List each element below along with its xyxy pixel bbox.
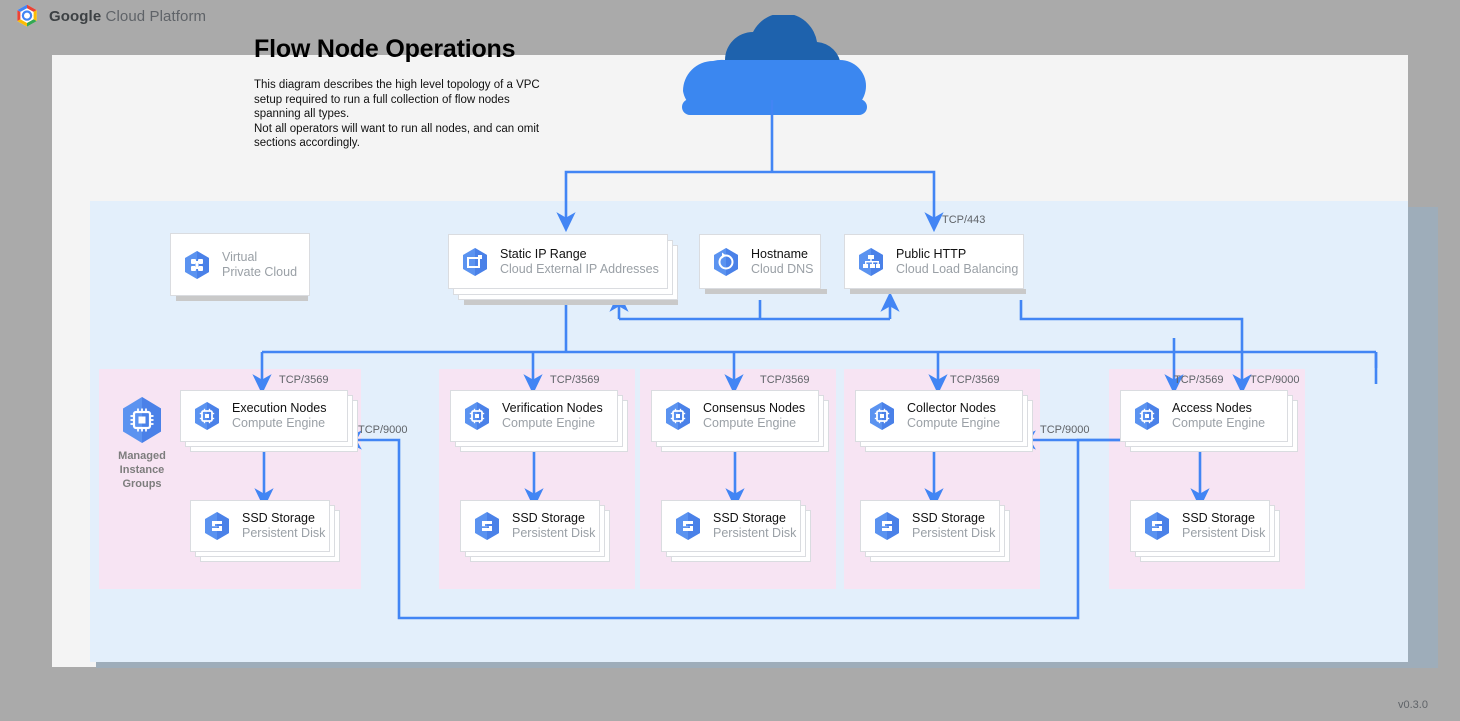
card-shadow-vpc bbox=[176, 296, 308, 301]
node-card-access-nodes[interactable]: Access Nodes Compute Engine bbox=[1120, 390, 1288, 442]
card-shadow-static-ip bbox=[464, 300, 678, 305]
compute-engine-icon bbox=[870, 402, 894, 430]
node-subtitle: Compute Engine bbox=[232, 416, 326, 430]
persistent-disk-icon bbox=[475, 512, 499, 540]
node-subtitle: Cloud Load Balancing bbox=[896, 261, 1019, 276]
node-card-hostname[interactable]: Hostname Cloud DNS bbox=[699, 234, 821, 289]
node-subtitle: Compute Engine bbox=[703, 416, 797, 430]
node-title: Virtual bbox=[222, 249, 258, 264]
node-title: SSD Storage bbox=[713, 511, 786, 525]
card-shadow-public-http bbox=[850, 289, 1026, 294]
gcp-top-bar: Google Cloud Platform bbox=[0, 0, 1460, 32]
persistent-disk-icon bbox=[676, 512, 700, 540]
compute-engine-icon bbox=[465, 402, 489, 430]
compute-engine-icon bbox=[666, 402, 690, 430]
vpc-region-shadow-bottom bbox=[96, 662, 1438, 668]
node-title: Verification Nodes bbox=[502, 401, 603, 415]
node-card-collector-nodes[interactable]: Collector Nodes Compute Engine bbox=[855, 390, 1023, 442]
external-ip-icon bbox=[463, 247, 487, 276]
port-label-consensus-ingress: TCP/3569 bbox=[760, 374, 810, 386]
node-title: Collector Nodes bbox=[907, 401, 996, 415]
cloud-icon bbox=[682, 15, 867, 115]
gcp-hexagon-logo-icon bbox=[17, 4, 37, 27]
vpc-region-shadow-right bbox=[1408, 207, 1438, 668]
node-title: Public HTTP bbox=[896, 246, 967, 261]
managed-instance-groups-caption: Managed Instance Groups bbox=[118, 450, 166, 490]
node-title: SSD Storage bbox=[512, 511, 585, 525]
compute-engine-icon bbox=[195, 402, 219, 430]
port-label-access-ingress-3569: TCP/3569 bbox=[1174, 374, 1224, 386]
node-card-public-http[interactable]: Public HTTP Cloud Load Balancing bbox=[844, 234, 1024, 289]
node-card-access-ssd-storage[interactable]: SSD Storage Persistent Disk bbox=[1130, 500, 1270, 552]
node-card-execution-ssd-storage[interactable]: SSD Storage Persistent Disk bbox=[190, 500, 330, 552]
load-balancing-icon bbox=[859, 247, 883, 276]
node-subtitle: Private Cloud bbox=[222, 264, 298, 279]
node-title: Hostname bbox=[751, 246, 808, 261]
node-subtitle: Persistent Disk bbox=[1182, 526, 1266, 540]
persistent-disk-icon bbox=[875, 512, 899, 540]
virtual-private-cloud-icon bbox=[185, 250, 209, 279]
persistent-disk-icon bbox=[1145, 512, 1169, 540]
node-card-static-ip-range[interactable]: Static IP Range Cloud External IP Addres… bbox=[448, 234, 668, 289]
gcp-brand-bold: Google bbox=[49, 7, 102, 25]
page-title: Flow Node Operations bbox=[254, 35, 516, 63]
node-subtitle: Compute Engine bbox=[1172, 416, 1266, 430]
node-title: Static IP Range bbox=[500, 246, 587, 261]
managed-instance-groups-icon bbox=[123, 397, 161, 443]
node-card-verification-nodes[interactable]: Verification Nodes Compute Engine bbox=[450, 390, 618, 442]
port-label-verification-ingress: TCP/3569 bbox=[550, 374, 600, 386]
node-card-execution-nodes[interactable]: Execution Nodes Compute Engine bbox=[180, 390, 348, 442]
node-title: Access Nodes bbox=[1172, 401, 1252, 415]
port-label-access-to-collector: TCP/9000 bbox=[1040, 424, 1090, 436]
port-label-lb-ingress: TCP/443 bbox=[942, 214, 986, 226]
node-card-verification-ssd-storage[interactable]: SSD Storage Persistent Disk bbox=[460, 500, 600, 552]
node-card-collector-ssd-storage[interactable]: SSD Storage Persistent Disk bbox=[860, 500, 1000, 552]
persistent-disk-icon bbox=[205, 512, 229, 540]
node-title: Consensus Nodes bbox=[703, 401, 806, 415]
node-card-virtual-private-cloud[interactable]: Virtual Private Cloud bbox=[170, 233, 310, 296]
version-label: v0.3.0 bbox=[1398, 699, 1428, 711]
node-subtitle: Cloud DNS bbox=[751, 261, 814, 276]
node-subtitle: Compute Engine bbox=[502, 416, 596, 430]
node-subtitle: Cloud External IP Addresses bbox=[500, 261, 659, 276]
compute-engine-icon bbox=[1135, 402, 1159, 430]
page-description: This diagram describes the high level to… bbox=[254, 79, 540, 150]
node-card-consensus-ssd-storage[interactable]: SSD Storage Persistent Disk bbox=[661, 500, 801, 552]
gcp-brand-text: Google Cloud Platform bbox=[49, 8, 206, 25]
node-subtitle: Compute Engine bbox=[907, 416, 1001, 430]
port-label-access-ingress-9000: TCP/9000 bbox=[1250, 374, 1300, 386]
node-title: SSD Storage bbox=[242, 511, 315, 525]
node-card-consensus-nodes[interactable]: Consensus Nodes Compute Engine bbox=[651, 390, 819, 442]
node-subtitle: Persistent Disk bbox=[912, 526, 996, 540]
node-subtitle: Persistent Disk bbox=[512, 526, 596, 540]
node-title: Execution Nodes bbox=[232, 401, 327, 415]
card-shadow-hostname bbox=[705, 289, 827, 294]
node-title: SSD Storage bbox=[912, 511, 985, 525]
node-title: SSD Storage bbox=[1182, 511, 1255, 525]
port-label-execution-ingress: TCP/3569 bbox=[279, 374, 329, 386]
gcp-brand-rest: Cloud Platform bbox=[101, 7, 207, 25]
port-label-access-to-execution: TCP/9000 bbox=[358, 424, 408, 436]
node-subtitle: Persistent Disk bbox=[713, 526, 797, 540]
node-subtitle: Persistent Disk bbox=[242, 526, 326, 540]
port-label-collector-ingress: TCP/3569 bbox=[950, 374, 1000, 386]
cloud-dns-icon bbox=[714, 247, 738, 276]
